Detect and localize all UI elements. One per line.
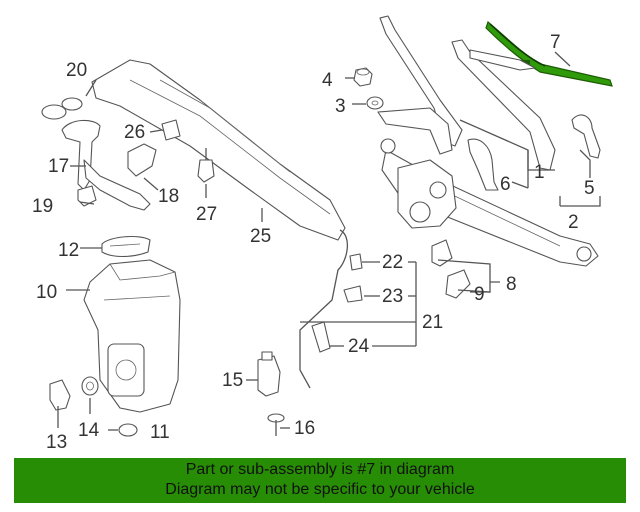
- label-5: 5: [584, 178, 595, 199]
- banner-line-2: Diagram may not be specific to your vehi…: [165, 481, 475, 498]
- washer-part-3: [366, 96, 384, 110]
- label-20: 20: [66, 60, 87, 81]
- washer-pump-part-15: [257, 351, 281, 397]
- bracket-part-8: [431, 239, 453, 267]
- banner-line-1: Part or sub-assembly is #7 in diagram: [185, 461, 455, 478]
- label-13: 13: [46, 432, 67, 453]
- info-banner: Part or sub-assembly is #7 in diagram Di…: [14, 458, 626, 503]
- connector-part-22: [349, 253, 363, 271]
- bolt-part-16: [267, 413, 285, 436]
- label-18: 18: [158, 186, 179, 207]
- label-8: 8: [506, 274, 517, 295]
- leader-lines: [57, 51, 601, 431]
- label-17: 17: [48, 156, 69, 177]
- grommet-part-14: [81, 376, 99, 396]
- label-14: 14: [78, 420, 100, 441]
- level-sensor-part-13: [49, 379, 71, 411]
- nut-part-4: [353, 67, 373, 87]
- label-24: 24: [348, 336, 370, 357]
- label-2: 2: [568, 212, 579, 233]
- plug-part-11: [118, 423, 138, 437]
- wiper-arm-right: [451, 39, 556, 171]
- label-27: 27: [196, 204, 217, 225]
- connector-part-23: [343, 285, 363, 303]
- wiper-motor: [397, 159, 457, 229]
- label-25: 25: [250, 226, 271, 247]
- arm-cap-part-5: [571, 114, 601, 159]
- cowl-panel-part-25: [91, 59, 348, 389]
- nozzle-part-24: [311, 321, 331, 353]
- callout-labels: 7 4 3 1 6 5 2 8 9 20 26 17 18 19 27 25 1…: [32, 32, 595, 453]
- wiper-blade-part-7[interactable]: [485, 20, 613, 87]
- label-6: 6: [500, 174, 511, 195]
- reservoir-cap-part-12: [101, 235, 151, 258]
- label-16: 16: [294, 418, 315, 439]
- hose-clip-part-18: [127, 143, 157, 177]
- parts-diagram: 7 4 3 1 6 5 2 8 9 20 26 17 18 19 27 25 1…: [32, 15, 613, 453]
- label-26: 26: [124, 122, 145, 143]
- grommet-part-27: [197, 148, 215, 183]
- label-7: 7: [550, 32, 561, 53]
- hose-part-6: [467, 138, 499, 191]
- label-4: 4: [322, 70, 333, 91]
- label-15: 15: [222, 370, 243, 391]
- label-3: 3: [335, 96, 346, 117]
- label-21: 21: [422, 312, 443, 333]
- label-22: 22: [382, 252, 403, 273]
- label-9: 9: [474, 284, 485, 305]
- filler-cap-part-20: [41, 97, 83, 120]
- label-11: 11: [150, 422, 170, 443]
- label-12: 12: [58, 240, 79, 261]
- clip-part-26: [161, 119, 181, 141]
- label-10: 10: [36, 282, 57, 303]
- label-1: 1: [534, 162, 545, 183]
- label-19: 19: [32, 196, 53, 217]
- label-23: 23: [382, 286, 403, 307]
- washer-reservoir-part-10: [83, 259, 181, 413]
- bracket-part-9: [445, 269, 471, 299]
- filler-neck-part-17: [61, 119, 151, 211]
- wiper-arm-left: [377, 15, 463, 155]
